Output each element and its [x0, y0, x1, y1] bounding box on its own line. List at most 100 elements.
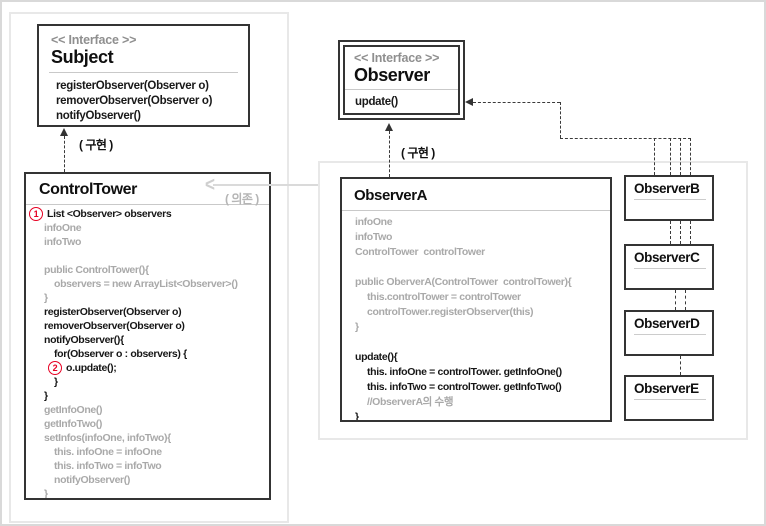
implements-dashed-line-subject — [64, 136, 65, 172]
controltower-title: ControlTower — [39, 181, 138, 198]
code-line: //ObserverA의 수행 — [342, 394, 610, 409]
observer-class-separator — [634, 199, 706, 200]
code-text: } — [355, 320, 359, 333]
code-line: this. infoTwo = infoTwo — [26, 459, 269, 473]
code-text: //ObserverA의 수행 — [367, 396, 454, 408]
code-line: controlTower.registerObserver(this) — [342, 304, 610, 319]
controltower-title-separator — [26, 204, 269, 205]
subject-title: Subject — [51, 47, 114, 67]
observer-class-separator — [634, 334, 706, 335]
implements-label-observer: ( 구현 ) — [401, 146, 435, 160]
stack-dashed-line — [670, 221, 671, 244]
code-text: List <Observer> observers — [47, 208, 172, 220]
code-line: } — [342, 409, 610, 422]
observer-a-title-separator — [342, 210, 610, 211]
code-line: } — [26, 291, 269, 305]
code-line: } — [26, 487, 269, 500]
code-line: infoOne — [342, 214, 610, 229]
step-badge-1: 1 — [29, 207, 43, 221]
code-text: o.update(); — [66, 362, 117, 374]
code-text: } — [44, 292, 48, 304]
code-text: infoTwo — [355, 230, 393, 243]
code-text: setInfos(infoOne, infoTwo){ — [44, 432, 171, 444]
dependency-line — [213, 184, 318, 186]
subject-title-separator — [49, 72, 238, 73]
code-text: public OberverA(ControlTower controlTowe… — [355, 275, 572, 288]
code-text: infoTwo — [44, 236, 82, 248]
stack-dashed-line — [675, 290, 676, 310]
stack-dashed-line — [680, 221, 681, 244]
observer-class-title: ObserverE — [634, 381, 699, 396]
code-line — [342, 259, 610, 274]
code-line: this. infoOne = infoOne — [26, 445, 269, 459]
subject-interface-box: << Interface >> Subject registerObserver… — [37, 24, 250, 127]
observer-class-box-e: ObserverE — [624, 375, 714, 421]
code-line: observers = new ArrayList<Observer>() — [26, 277, 269, 291]
code-text: } — [54, 376, 58, 388]
observer-class-separator — [634, 399, 706, 400]
code-line: } — [26, 389, 269, 403]
observer-title-separator — [345, 89, 458, 90]
implements-label-subject: ( 구현 ) — [79, 138, 113, 152]
stack-dashed-line — [680, 356, 681, 375]
chain-arrowhead-icon — [465, 98, 473, 106]
code-text: controlTower.registerObserver(this) — [367, 305, 534, 318]
code-line: setInfos(infoOne, infoTwo){ — [26, 431, 269, 445]
code-line: infoOne — [26, 221, 269, 235]
code-line: 1 List <Observer> observers — [26, 207, 269, 221]
code-text: } — [355, 410, 359, 422]
code-text: notifyObserver() — [54, 474, 131, 486]
code-text: } — [44, 488, 48, 500]
code-line: this. infoOne = controlTower. getInfoOne… — [342, 364, 610, 379]
code-line: infoTwo — [342, 229, 610, 244]
code-text: update(){ — [355, 350, 398, 363]
stack-dashed-line — [685, 290, 686, 310]
code-line: getInfoOne() — [26, 403, 269, 417]
code-text: infoOne — [355, 215, 393, 228]
code-line: infoTwo — [26, 235, 269, 249]
subject-method: registerObserver(Observer o) — [56, 80, 209, 92]
code-text: notifyObserver(){ — [44, 334, 124, 346]
code-line: notifyObserver(){ — [26, 333, 269, 347]
observer-class-box-d: ObserverD — [624, 310, 714, 356]
code-text: } — [44, 390, 48, 402]
code-line — [342, 334, 610, 349]
code-line: } — [342, 319, 610, 334]
code-line: registerObserver(Observer o) — [26, 305, 269, 319]
code-line: update(){ — [342, 349, 610, 364]
observer-class-box-c: ObserverC — [624, 244, 714, 290]
right-group-frame — [318, 161, 748, 440]
observer-title: Observer — [354, 65, 430, 85]
observer-a-title: ObserverA — [354, 187, 428, 204]
code-line: } — [26, 375, 269, 389]
dependency-label: ( 의존 ) — [225, 192, 259, 206]
observer-class-title: ObserverD — [634, 316, 700, 331]
chain-dashed-segment — [560, 138, 691, 139]
code-text: this. infoOne = controlTower. getInfoOne… — [367, 365, 562, 378]
observer-method: update() — [355, 96, 398, 108]
code-line — [26, 249, 269, 263]
code-text: this. infoTwo = controlTower. getInfoTwo… — [367, 380, 562, 393]
chain-dashed-segment — [473, 102, 560, 103]
dependency-arrowhead-icon: < — [205, 173, 215, 196]
chain-drop-line — [670, 138, 671, 175]
implements-arrowhead-icon — [385, 123, 393, 131]
chain-drop-line — [654, 138, 655, 175]
code-text: public ControlTower(){ — [44, 264, 149, 276]
implements-arrowhead-icon — [60, 128, 68, 136]
implements-dashed-line-observer — [389, 131, 390, 177]
observer-class-title: ObserverB — [634, 181, 700, 196]
left-group-frame — [9, 12, 289, 523]
code-text: this.controlTower = controlTower — [367, 290, 521, 303]
observer-class-separator — [634, 268, 706, 269]
subject-stereotype: << Interface >> — [51, 33, 137, 47]
code-text: getInfoOne() — [44, 404, 103, 416]
subject-method: removerObserver(Observer o) — [56, 95, 213, 107]
code-text: this. infoOne = infoOne — [54, 446, 162, 458]
step-badge-2: 2 — [48, 361, 62, 375]
subject-method: notifyObserver() — [56, 110, 141, 122]
code-text: observers = new ArrayList<Observer>() — [54, 278, 238, 290]
code-text: for(Observer o : observers) { — [54, 348, 187, 360]
